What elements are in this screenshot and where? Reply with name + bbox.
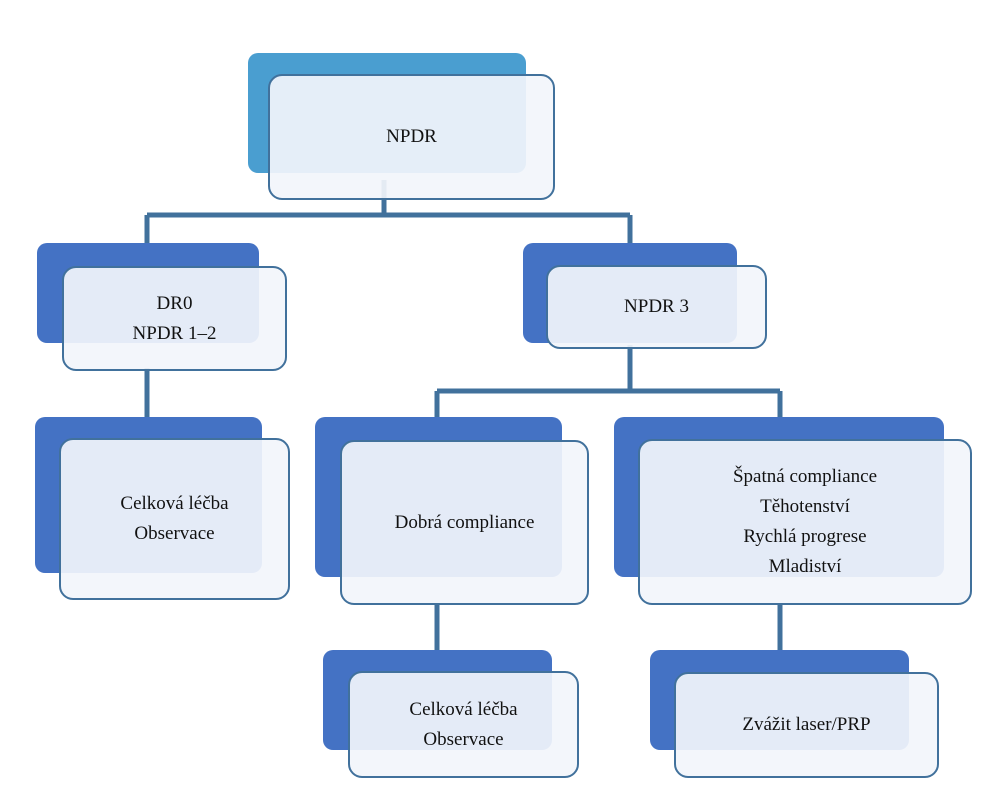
node-npdr3-card: NPDR 3	[546, 265, 767, 349]
node-root-card: NPDR	[268, 74, 555, 200]
node-root-label: NPDR	[386, 126, 437, 147]
node-npdr3-label: NPDR 3	[624, 296, 689, 317]
node-good-child-line-2: Observace	[423, 728, 504, 750]
node-dr0-card: DR0 NPDR 1–2	[62, 266, 287, 371]
node-dr0-line-2: NPDR 1–2	[132, 322, 217, 344]
node-left-child-line-2: Observace	[134, 523, 215, 544]
node-bad-child-card: Zvážit laser/PRP	[674, 672, 939, 778]
node-bad-line-1: Špatná compliance	[732, 466, 878, 487]
node-bad-line-4: Mladiství	[768, 556, 842, 577]
node-dr0-line-1: DR0	[156, 292, 193, 314]
node-left-child-line-1: Celková léčba	[120, 493, 229, 514]
node-good-child-line-1: Celková léčba	[409, 698, 518, 720]
node-bad-line-3: Rychlá progrese	[743, 526, 867, 547]
node-bad-line-2: Těhotenství	[760, 496, 850, 517]
node-good-label: Dobrá compliance	[394, 511, 535, 533]
node-bad-child-label: Zvážit laser/PRP	[742, 714, 871, 735]
node-left-child-card: Celková léčba Observace	[59, 438, 290, 600]
node-good-child-card: Celková léčba Observace	[348, 671, 579, 778]
node-good-card: Dobrá compliance	[340, 440, 589, 605]
node-bad-card: Špatná compliance Těhotenství Rychlá pro…	[638, 439, 972, 605]
